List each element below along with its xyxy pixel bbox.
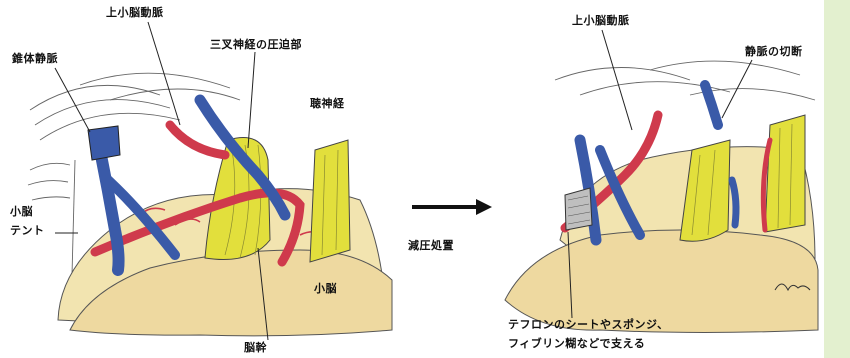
label-teflon-line1: テフロンのシートやスポンジ、 (508, 318, 669, 332)
left-auditory-nerve (310, 140, 350, 262)
label-pons: 脳幹 (244, 341, 267, 355)
arrow (412, 199, 492, 215)
right-vein-cut (705, 85, 718, 125)
label-trigeminal-compression: 三叉神経の圧迫部 (210, 38, 302, 52)
label-petrosal-vein: 錐体静脈 (12, 52, 58, 66)
label-decompression: 減圧処置 (408, 239, 454, 253)
label-cerebellum: 小脳 (314, 282, 337, 296)
label-tentorium-line1: 小脳 (10, 205, 33, 219)
left-vein-cuff (88, 126, 120, 160)
right-figure (505, 30, 818, 333)
label-auditory-nerve: 聴神経 (310, 97, 345, 111)
label-superior-cerebellar-artery-left: 上小脳動脈 (106, 6, 164, 20)
right-tentorium-lines (555, 61, 815, 100)
label-vein-cut: 静脈の切断 (745, 45, 803, 59)
right-auditory-nerve (765, 115, 805, 232)
left-figure (28, 22, 392, 340)
label-superior-cerebellar-artery-right: 上小脳動脈 (572, 14, 630, 28)
right-vein-small (732, 180, 736, 225)
label-teflon-line2: フィブリン糊などで支える (508, 337, 645, 351)
label-tentorium-line2: テント (10, 224, 45, 238)
